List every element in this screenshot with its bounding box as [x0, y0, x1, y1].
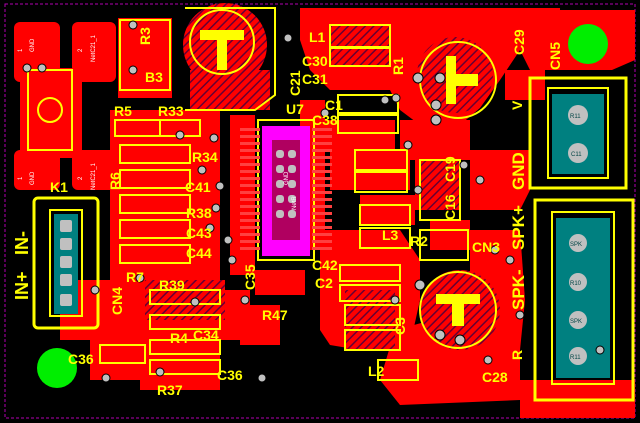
designator-c36: C36: [217, 367, 243, 383]
designator-c41: C41: [185, 179, 211, 195]
u7-ic[interactable]: [262, 126, 310, 256]
label-in-plus: IN+: [12, 271, 32, 300]
net-netc21-label: NetC21_1: [91, 162, 97, 190]
designator-r37: R37: [157, 382, 183, 398]
designator-k1: K1: [50, 179, 68, 195]
label-gnd: GND: [509, 152, 528, 190]
designator-r3: R3: [137, 27, 153, 45]
designator-l2: L2: [368, 363, 385, 379]
designator-c42: C42: [312, 257, 338, 273]
designator-c38: C38: [312, 112, 338, 128]
designator-u7: U7: [286, 101, 304, 117]
designators: R3 B3 L1 C29 CN5 C30 C31 C21 R1 U7 C1 C3…: [50, 27, 563, 398]
designator-r39: R39: [159, 277, 185, 293]
designator-c31: C31: [302, 71, 328, 87]
designator-c30: C30: [302, 53, 328, 69]
board-outline: [4, 3, 636, 419]
designator-c28: C28: [482, 369, 508, 385]
net-gnd-label: GND: [30, 171, 36, 185]
cap-c-top-outline: [189, 9, 255, 75]
designator-r: R: [509, 350, 525, 360]
designator-l3: L3: [382, 227, 399, 243]
pin-1-label: 1: [18, 176, 24, 180]
designator-c35: C35: [242, 264, 258, 290]
small-net-labels: GND NetC21_1 1 2 GND NetC21_1 1 2 R11 C1…: [18, 34, 582, 361]
designator-r2: R2: [410, 233, 428, 249]
pad-label: GND: [284, 171, 290, 185]
pad-label: NetR: [292, 196, 298, 210]
designator-cn3: CN3: [472, 239, 500, 255]
cn5-pads[interactable]: [552, 94, 604, 174]
label-in-minus: IN-: [12, 231, 32, 255]
pad-label: SPK: [570, 242, 582, 248]
designator-c16: C16: [442, 194, 458, 220]
designator-c43: C43: [186, 225, 212, 241]
designator-r1: R1: [390, 57, 406, 75]
pin-2-label: 2: [78, 48, 84, 52]
fiducial-top-right: [568, 24, 608, 64]
designator-c34: C34: [193, 327, 219, 343]
designator-c1: C1: [325, 97, 343, 113]
designator-c29: C29: [511, 29, 527, 55]
designator-c44: C44: [186, 245, 212, 261]
pin-1-label: 1: [18, 48, 24, 52]
designator-r5: R5: [114, 103, 132, 119]
k1-pads[interactable]: [54, 214, 78, 314]
cap-polarity-marks: [200, 30, 480, 326]
designator-l1: L1: [309, 29, 326, 45]
designator-b3: B3: [145, 69, 163, 85]
label-spk-plus: SPK+: [509, 205, 528, 250]
label-spk-minus: SPK-: [509, 269, 528, 310]
pin-2-label: 2: [78, 176, 84, 180]
designator-cn4: CN4: [109, 287, 125, 315]
pad-label: R10: [570, 281, 582, 287]
designator-cn5: CN5: [547, 42, 563, 70]
u7-pins: [240, 128, 332, 250]
net-gnd-label: GND: [30, 38, 36, 52]
connector-labels: IN+ IN- SPK- SPK+ GND: [12, 152, 528, 310]
cap-c28-outline: [419, 271, 497, 349]
designator-c2: C2: [315, 275, 333, 291]
designator-r38: R38: [186, 205, 212, 221]
fiducial-bottom-left: [37, 348, 77, 388]
designator-c3: C3: [392, 317, 408, 335]
pad-label: R11: [570, 114, 581, 120]
pad-label: C11: [571, 152, 582, 158]
designator-c36-left: C36: [68, 351, 94, 367]
pad-label: R11: [570, 355, 581, 361]
designator-v: V: [509, 100, 525, 110]
designator-r47: R47: [262, 307, 288, 323]
designator-r7: R7: [126, 269, 144, 285]
designator-r33: R33: [158, 103, 184, 119]
pad-label: SPK: [570, 319, 582, 325]
designator-r34: R34: [192, 149, 218, 165]
designator-c21: C21: [287, 70, 303, 96]
vias: [22, 20, 605, 383]
designator-r6: R6: [107, 172, 123, 190]
designator-c19: C19: [442, 156, 458, 182]
net-netc21-label: NetC21_1: [91, 34, 97, 62]
designator-r4: R4: [170, 330, 188, 346]
